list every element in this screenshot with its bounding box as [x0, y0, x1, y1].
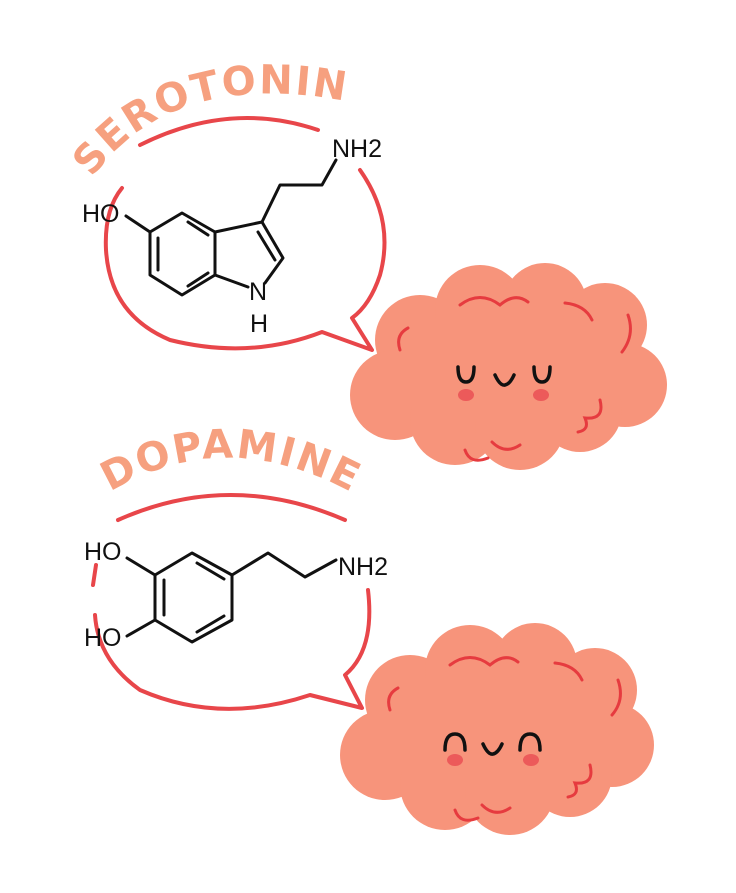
- speech-bubble: [103, 116, 387, 352]
- ring-hydrogen-label: H: [250, 310, 268, 338]
- serotonin-section: SEROTONIN NH2 HO N H: [64, 57, 387, 352]
- ring-nitrogen-label: N: [249, 278, 267, 306]
- serotonin-structure: NH2 HO N H: [82, 135, 382, 338]
- amine-label: NH2: [332, 135, 382, 163]
- speech-bubble: [91, 493, 372, 711]
- dopamine-section: DOPAMINE NH2 HO HO: [84, 421, 388, 711]
- dopamine-title-text: DOPAMINE: [93, 421, 367, 501]
- amine-label: NH2: [338, 553, 388, 581]
- hydroxyl-label: HO: [82, 200, 120, 228]
- dopamine-title: DOPAMINE: [93, 421, 369, 501]
- brain-character-happy: [340, 623, 654, 835]
- hydroxyl-label-1: HO: [84, 538, 122, 566]
- dopamine-structure: NH2 HO HO: [84, 538, 388, 652]
- hydroxyl-label-2: HO: [84, 624, 122, 652]
- brain-character-sleepy: [350, 263, 667, 470]
